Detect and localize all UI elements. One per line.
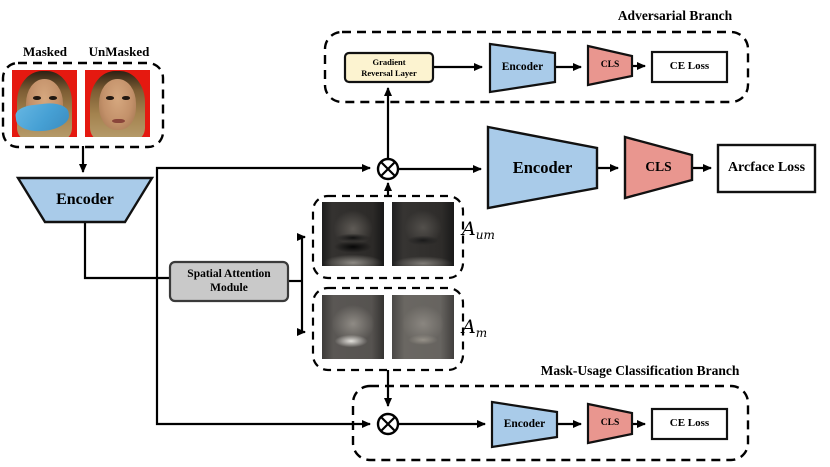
- attention-m-sub: m: [475, 326, 488, 340]
- feature-to-bottom-multiply-line: [155, 278, 371, 428]
- attention-m-base: A: [462, 316, 476, 338]
- unmasked-face-image: [85, 70, 150, 137]
- multiply-bottom-icon: [376, 412, 400, 436]
- bottom-cls-shape: [586, 402, 634, 445]
- main-cls-shape: [623, 135, 694, 200]
- attention-um-base: A: [462, 218, 476, 240]
- attention-map-masked-1: [322, 295, 384, 359]
- eye-shape: [105, 96, 115, 101]
- sam-to-attention-um-arrow: [297, 233, 306, 332]
- adv-cls-shape: [586, 44, 634, 87]
- attention-map-unmasked-2: [392, 202, 454, 266]
- adv-ce-loss-box: [650, 50, 729, 84]
- attention-um-sub: um: [475, 228, 495, 242]
- main-encoder-shape: [486, 125, 599, 210]
- bottom-ce-loss-box: [650, 407, 729, 441]
- left-encoder-shape: [15, 176, 155, 224]
- eye-shape: [32, 96, 42, 101]
- attention-um-label: Aum: [462, 218, 495, 242]
- bottom-encoder-shape: [490, 400, 559, 449]
- input-dashed-box: [1, 61, 165, 149]
- masked-face-image: [12, 70, 77, 137]
- attention-map-masked-2: [392, 295, 454, 359]
- attention-m-label: Am: [462, 316, 487, 340]
- encoder-to-sam-line: [83, 222, 170, 280]
- gradient-reversal-layer-shape: [343, 51, 435, 84]
- arcface-loss-box: [716, 143, 817, 194]
- eye-shape: [49, 96, 58, 101]
- attention-map-unmasked-1: [322, 202, 384, 266]
- mouth-shape: [111, 118, 126, 123]
- multiply-top-icon: [376, 157, 400, 181]
- adv-encoder-shape: [488, 42, 557, 94]
- eye-shape: [122, 96, 131, 101]
- spatial-attention-module-shape: [168, 260, 290, 303]
- feature-to-top-multiply-line: [155, 164, 371, 278]
- attention-m-dashed-box: [311, 286, 465, 372]
